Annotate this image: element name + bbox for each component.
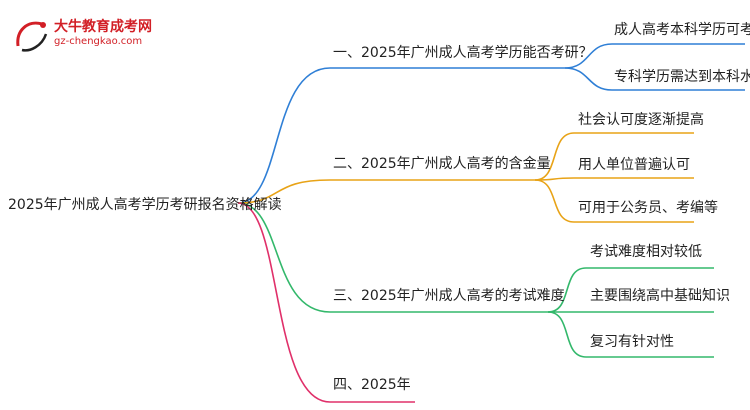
branch-3-child-2: 主要围绕高中基础知识 (590, 288, 730, 304)
branch-1-connector (237, 67, 331, 204)
branch-2-child-1: 社会认可度逐渐提高 (578, 112, 704, 128)
mindmap-edges (237, 43, 745, 403)
branch-2-child-3-connector (534, 179, 575, 223)
branch-3-child-3-connector (547, 311, 587, 358)
branch-3-label: 三、2025年广州成人高考的考试难度 (333, 288, 565, 304)
branch-2-child-3: 可用于公务员、考编等 (578, 200, 718, 216)
branch-1-child-1-connector (564, 43, 613, 69)
branch-1-child-2: 专科学历需达到本科水平 (614, 69, 750, 85)
branch-4-connector (237, 202, 331, 403)
branch-1-child-1: 成人高考本科学历可考研 (614, 22, 750, 38)
branch-2-child-2: 用人单位普遍认可 (578, 157, 690, 173)
branch-1-child-2-connector (564, 67, 613, 91)
site-logo[interactable]: 大牛教育成考网 gz-chengkao.com (10, 14, 170, 60)
branch-2-connector (237, 179, 331, 204)
logo-mark-icon (16, 21, 48, 52)
logo-title: 大牛教育成考网 (54, 19, 152, 35)
branch-3-connector (237, 202, 331, 313)
branch-4-label: 四、2025年 (333, 377, 411, 393)
logo-url: gz-chengkao.com (54, 36, 143, 47)
branch-2-label: 二、2025年广州成人高考的含金量 (333, 156, 551, 172)
mindmap-root: 2025年广州成人高考学历考研报名资格解读 (8, 197, 282, 213)
branch-1-label: 一、2025年广州成人高考学历能否考研？ (333, 45, 593, 61)
branch-3-child-1: 考试难度相对较低 (590, 244, 702, 260)
branch-3-child-1-connector (547, 267, 587, 313)
branch-3-child-3: 复习有针对性 (590, 334, 674, 350)
branch-2-child-1-connector (534, 132, 575, 181)
